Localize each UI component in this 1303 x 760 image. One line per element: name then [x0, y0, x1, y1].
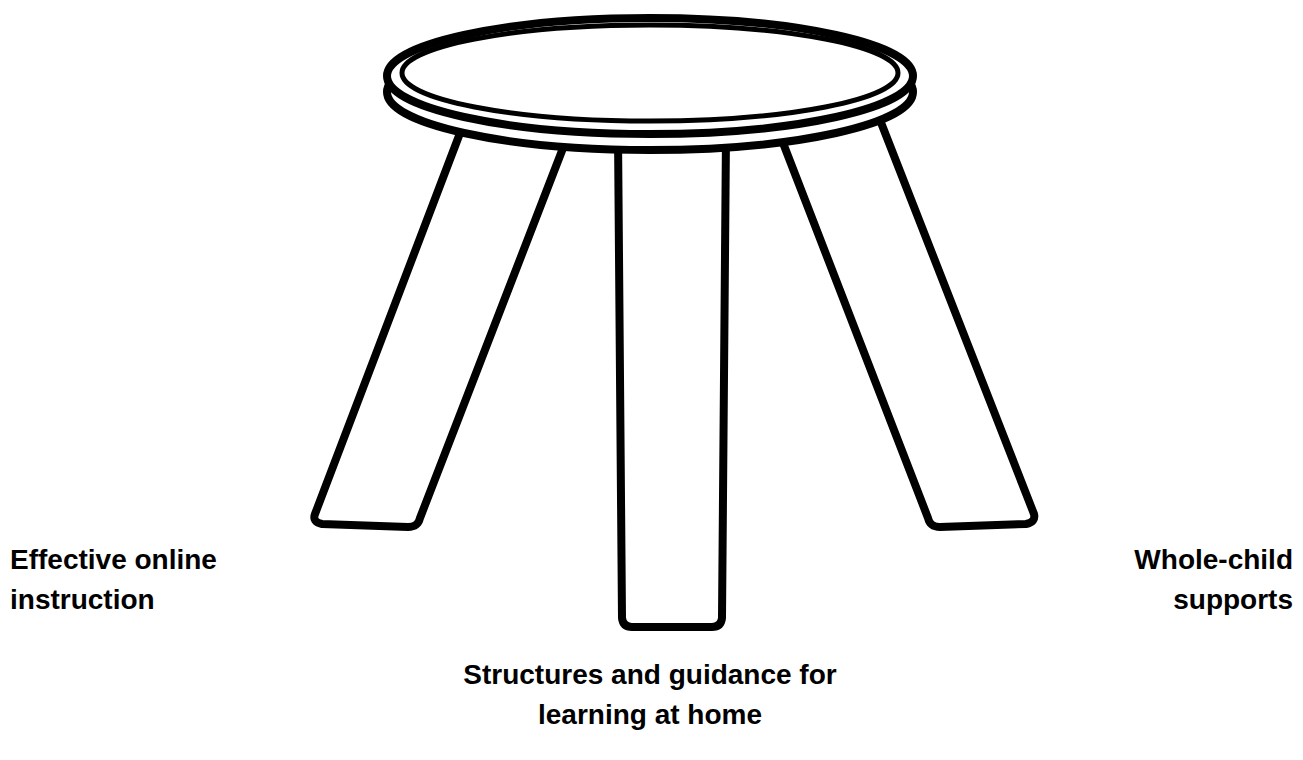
- stool-leg: [314, 120, 570, 527]
- leg-label: Effective online instruction: [10, 540, 310, 620]
- stool-seat-inner: [402, 25, 898, 121]
- stool-leg: [778, 120, 1034, 527]
- leg-label: Structures and guidance for learning at …: [450, 655, 850, 735]
- stool-leg: [618, 135, 726, 627]
- leg-label: Whole-child supports: [1073, 540, 1293, 620]
- stool-seat-top: [387, 18, 913, 134]
